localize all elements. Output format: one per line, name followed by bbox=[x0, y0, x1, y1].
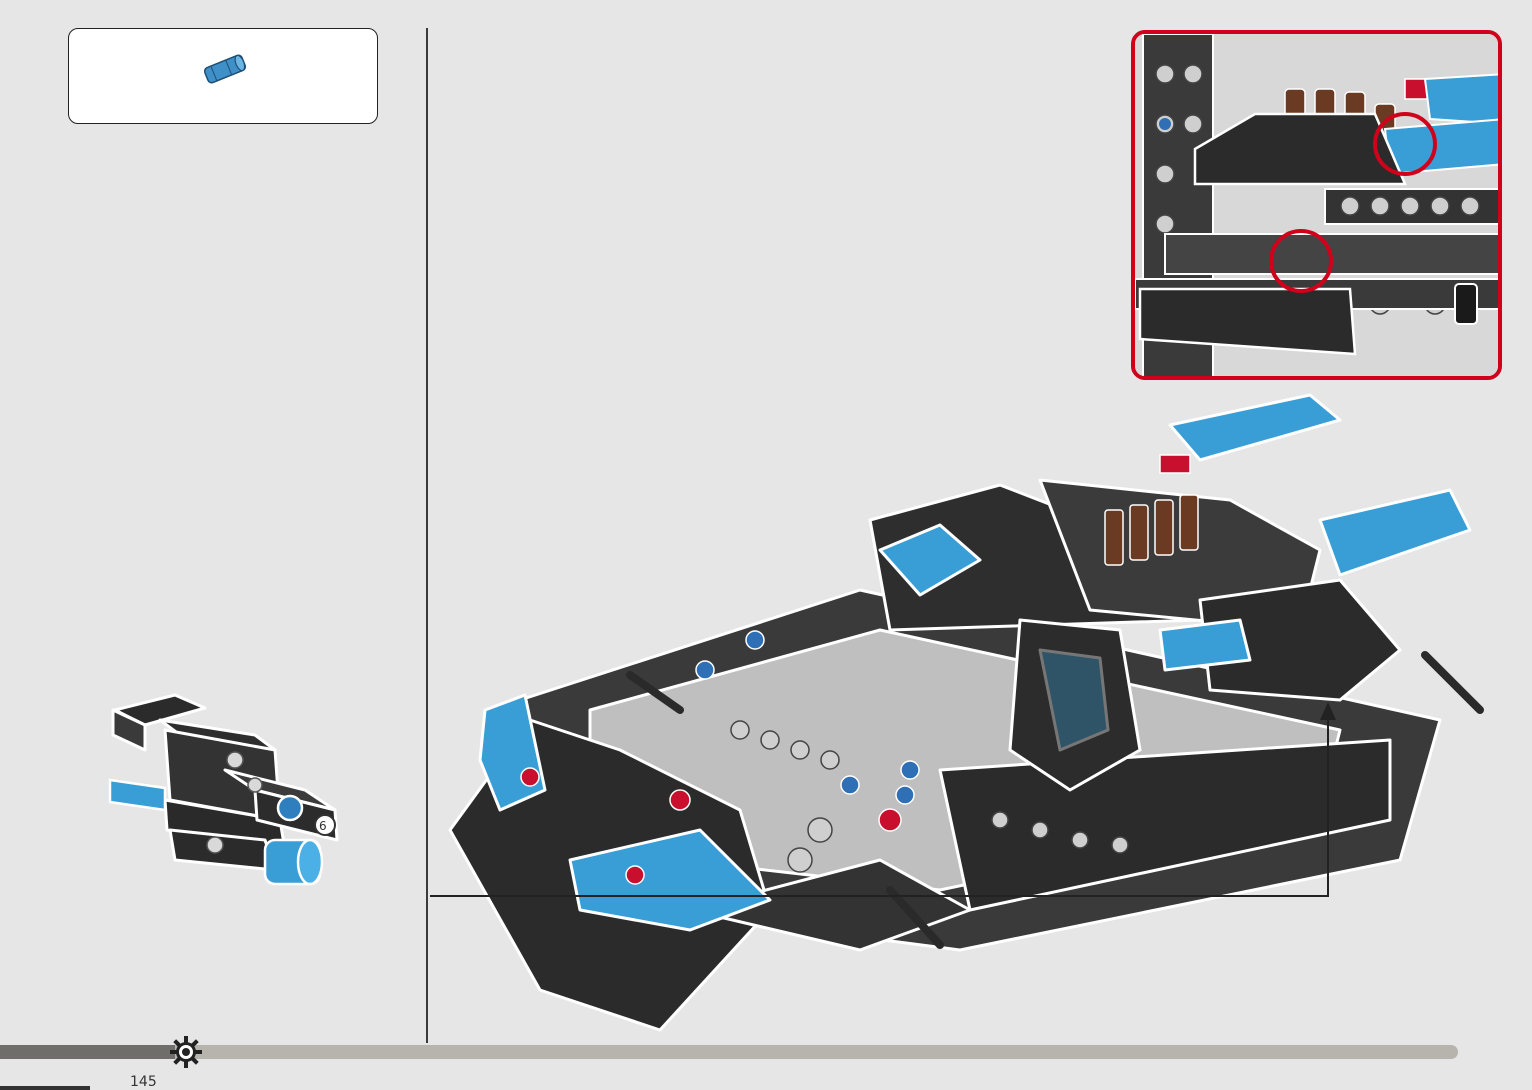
page-number: 145 bbox=[130, 1074, 157, 1090]
parts-callout-box bbox=[68, 28, 378, 124]
blue-axle-pin-icon bbox=[199, 51, 251, 87]
car-chassis-model-icon bbox=[440, 390, 1510, 1050]
footer-line bbox=[0, 1086, 90, 1090]
zoom-detail-inset bbox=[1131, 30, 1502, 380]
svg-text:6: 6 bbox=[319, 819, 327, 833]
progress-bar bbox=[0, 1045, 1458, 1059]
sub-assembly-icon: 6 bbox=[105, 690, 355, 900]
gear-icon bbox=[168, 1034, 204, 1070]
panel-divider bbox=[426, 28, 428, 1043]
zoom-detail-drawing bbox=[1135, 34, 1502, 380]
progress-bar-fill bbox=[0, 1045, 175, 1059]
